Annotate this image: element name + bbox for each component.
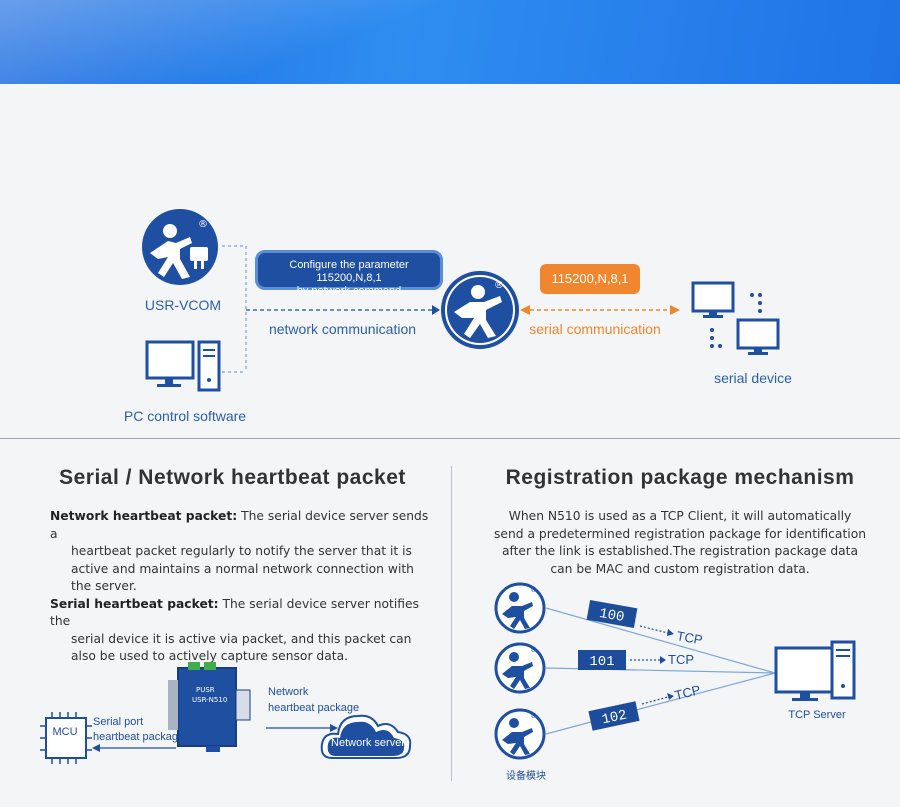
- serial-heartbeat-label-2: heartbeat package: [93, 731, 185, 743]
- serial-heartbeat-label-1: Serial port: [93, 716, 144, 728]
- registration-title: Registration package mechanism: [505, 466, 855, 489]
- network-heartbeat-label-1: Network: [268, 686, 309, 698]
- device-icon: ®: [441, 271, 519, 349]
- heartbeat-description: Network heartbeat packet: The serial dev…: [50, 508, 430, 666]
- network-comm-label: network communication: [268, 321, 417, 337]
- svg-text:USR-N510: USR-N510: [192, 696, 227, 704]
- serial-heartbeat-term: Serial heartbeat packet:: [50, 596, 219, 611]
- registration-desc-1: When N510 is used as a TCP Client, it wi…: [508, 509, 852, 523]
- svg-text:TCP: TCP: [675, 628, 703, 647]
- serial-devices-icon: [691, 281, 780, 355]
- network-desc-3: active and maintains a normal network co…: [71, 561, 414, 576]
- serial-desc-3: also be used to actively capture sensor …: [71, 649, 349, 663]
- command-line-2: by network command: [296, 285, 402, 297]
- heartbeat-diagram: PUSR USR-N510: [40, 662, 412, 764]
- network-desc-2: heartbeat packet regularly to notify the…: [71, 544, 412, 558]
- network-desc-4: the server.: [71, 579, 137, 593]
- top-banner: [0, 0, 900, 84]
- registration-diagram: ® ® ® 100 101 102 TCP TCP TCP: [494, 582, 856, 760]
- module-icon-3: [494, 708, 546, 760]
- command-box: Configure the parameter 115200,N,8,1 by …: [255, 250, 443, 297]
- network-heartbeat-term: Network heartbeat packet:: [50, 509, 238, 523]
- registration-description: When N510 is used as a TCP Client, it wi…: [470, 508, 890, 578]
- svg-text:TCP: TCP: [673, 682, 702, 703]
- svg-text:®: ®: [198, 219, 208, 230]
- heartbeat-title: Serial / Network heartbeat packet: [59, 466, 406, 489]
- usr-vcom-icon: ®: [142, 209, 218, 285]
- command-line-1: Configure the parameter 115200,N,8,1: [289, 259, 409, 284]
- mcu-label: MCU: [52, 726, 78, 738]
- module-label: 设备模块: [506, 771, 546, 782]
- serial-param-box: 115200,N,8,1: [540, 264, 640, 294]
- registration-desc-4: can be MAC and custom registration data.: [550, 561, 810, 576]
- svg-text:®: ®: [530, 646, 537, 654]
- top-diagram-connectors: [222, 245, 680, 373]
- module-icon-1: [494, 582, 546, 634]
- svg-text:102: 102: [600, 708, 628, 729]
- svg-text:101: 101: [589, 654, 614, 670]
- column-divider: [451, 466, 452, 781]
- svg-text:TCP: TCP: [668, 652, 694, 667]
- network-heartbeat-label-2: heartbeat package: [268, 702, 360, 714]
- svg-text:®: ®: [494, 280, 504, 291]
- serial-desc-1: The serial device server notifies the: [50, 596, 419, 629]
- svg-text:®: ®: [530, 712, 537, 720]
- svg-text:®: ®: [530, 586, 537, 594]
- registration-desc-3: after the link is established.The regist…: [501, 544, 859, 558]
- section-divider: [0, 438, 900, 439]
- module-icon-2: [494, 642, 546, 694]
- tcp-server-label: TCP Server: [788, 709, 846, 721]
- registration-desc-2: send a predetermined registration packag…: [493, 526, 867, 541]
- computer-icon: [145, 340, 221, 392]
- serial-desc-2: serial device it is active via packet, a…: [71, 631, 412, 646]
- svg-text:100: 100: [598, 606, 626, 626]
- svg-text:PUSR: PUSR: [196, 686, 215, 694]
- serial-comm-label: serial communication: [529, 321, 661, 337]
- pc-software-label: PC control software: [123, 408, 247, 424]
- network-desc-1: The serial device server sends a: [50, 509, 429, 541]
- cloud-label: Network server: [331, 737, 405, 749]
- usr-vcom-label: USR-VCOM: [144, 297, 222, 313]
- serial-device-label: serial device: [714, 370, 792, 386]
